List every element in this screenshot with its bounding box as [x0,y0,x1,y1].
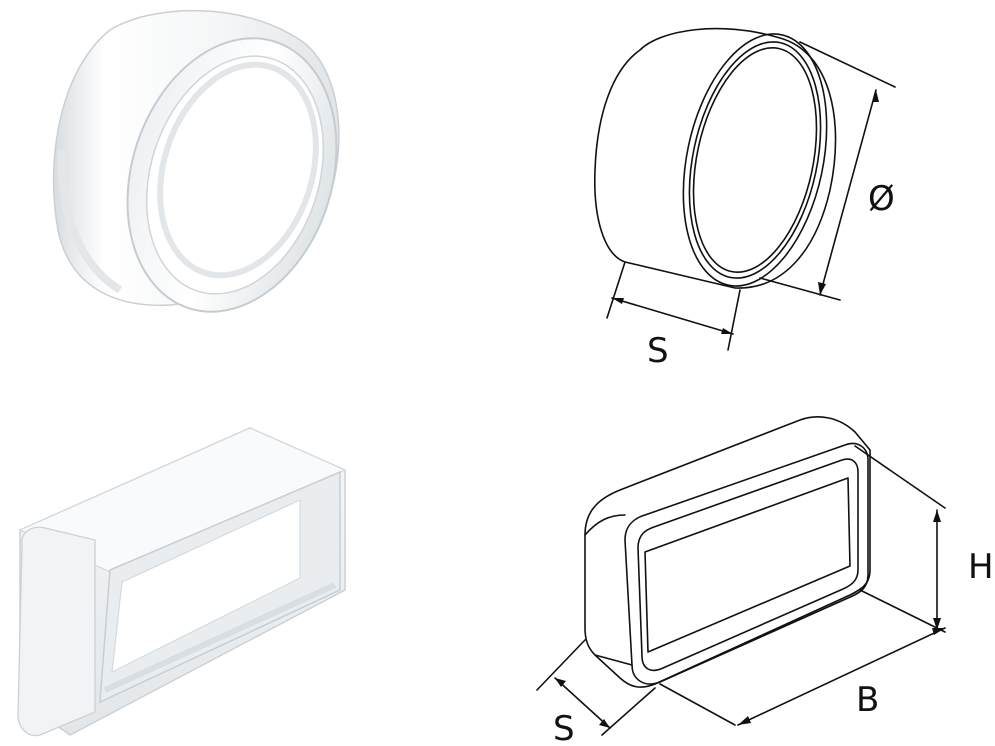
round-body-outline [593,27,837,289]
width-label: B [856,680,879,720]
diameter-extension-top [799,41,896,88]
round-length-label: S [647,331,669,371]
length-extension-right [601,687,656,736]
height-extension-bottom [859,589,946,633]
length-extension-left [536,639,586,691]
round-outer-ring [682,33,828,287]
rect-connector-drawing: H B S [530,400,995,746]
diameter-label: Ø [868,179,895,219]
rect-connector-photo [0,420,360,746]
width-dimension-line [737,627,946,726]
diameter-dimension-line [819,89,877,296]
round-connector-photo [0,0,400,330]
height-extension-top [854,445,946,509]
rect-front-inner [637,458,859,672]
rect-length-label: S [553,709,575,746]
height-label: H [968,547,994,587]
round-inner-ring [688,41,822,279]
rect-front-outer [624,442,869,685]
rect-body-outline [584,416,871,688]
width-extension-left [659,683,736,726]
length-extension-left [606,261,626,319]
length-dimension-line [611,297,734,335]
length-extension-right [727,289,741,351]
rect-length-dimension-line [554,677,611,729]
diameter-extension-bottom [759,277,841,301]
round-connector-drawing: Ø S [560,0,960,380]
